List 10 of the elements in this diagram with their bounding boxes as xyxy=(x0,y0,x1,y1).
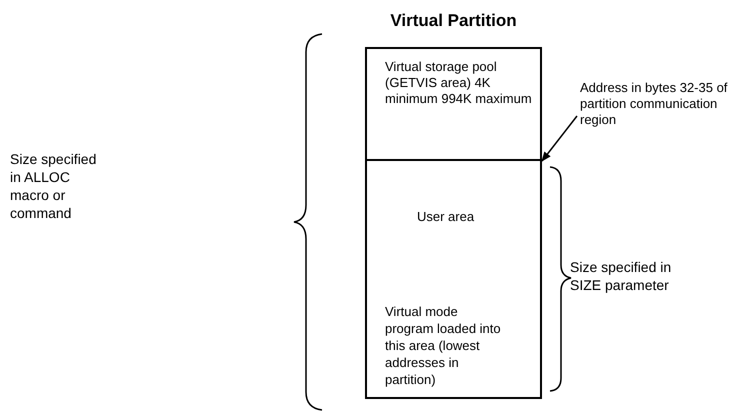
memory-region-box xyxy=(365,47,542,161)
region-text: Virtual storage pool (GETVIS area) 4K minimum 994K maximum xyxy=(385,59,533,107)
region-text: Address in bytes 32-35 of partition communication region xyxy=(580,80,728,128)
size-note: Size specified in SIZE parameter xyxy=(570,258,672,294)
size-note: Size specified in ALLOC macro or command xyxy=(10,150,98,222)
memory-region-box xyxy=(365,159,542,399)
region-text: Virtual mode program loaded into this area (lowest addresses in partition) xyxy=(385,303,502,388)
leader-arrow xyxy=(541,116,578,162)
diagram-title: Virtual Partition xyxy=(389,10,518,32)
region-text: User area xyxy=(417,209,474,225)
